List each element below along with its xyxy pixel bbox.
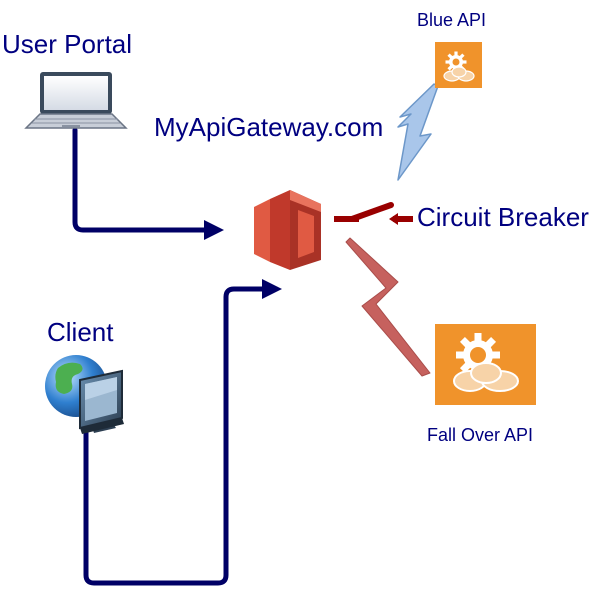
cloud-service-icon bbox=[435, 42, 482, 88]
blue-api-label: Blue API bbox=[417, 10, 487, 30]
circuit-breaker-label: Circuit Breaker bbox=[417, 202, 589, 232]
gateway-label: MyApiGateway.com bbox=[154, 112, 384, 142]
connection-bolt-blue bbox=[397, 83, 439, 181]
globe-monitor-icon bbox=[45, 355, 124, 434]
connector-user-portal-to-gateway bbox=[72, 127, 224, 240]
user-portal-label: User Portal bbox=[2, 29, 133, 59]
connector-client-to-gateway bbox=[83, 279, 282, 586]
connection-bolt-red bbox=[345, 237, 431, 377]
cloud-service-icon bbox=[435, 324, 536, 405]
switch-icon bbox=[334, 202, 413, 225]
laptop-icon bbox=[24, 72, 128, 129]
fall-over-api-label: Fall Over API bbox=[427, 425, 534, 445]
api-gateway-icon bbox=[254, 190, 321, 270]
client-label: Client bbox=[47, 317, 114, 347]
